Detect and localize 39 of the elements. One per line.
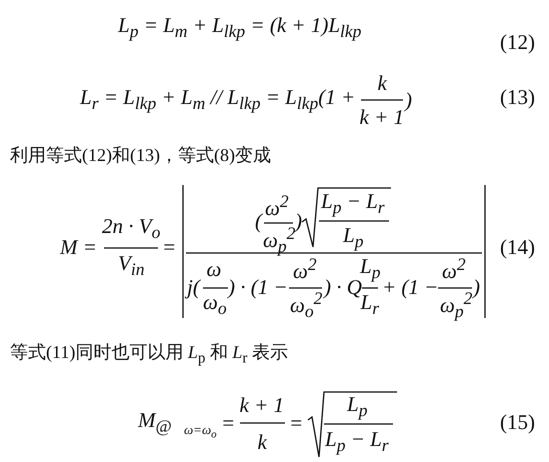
numerator: k + 1 — [240, 394, 284, 416]
numerator: L$_{p}$ — [360, 256, 380, 282]
formula-text: ) — [295, 210, 302, 232]
formula-text: L$_{r}$ = L$_{lkp}$ + L$_{m}$ // L$_{lkp}$ = L$_{lkp}$(1 + — [80, 87, 356, 113]
formula-text: M = — [60, 236, 97, 258]
numerator: L$_{p}$ — [347, 394, 368, 420]
equation-number: (13) — [500, 86, 535, 108]
denominator: k + 1 — [360, 106, 404, 128]
formula-text: + (1 − — [382, 276, 438, 298]
formula-text: ) — [473, 276, 480, 298]
formula-text: j( — [187, 276, 200, 298]
formula-text: ) · (1 − — [228, 276, 288, 298]
formula-text: = — [162, 236, 176, 258]
denominator: L$_{p}$ — [343, 225, 364, 251]
numerator: ω — [206, 258, 222, 280]
equation-number: (14) — [500, 236, 535, 258]
numerator: ω$^{2}$ — [442, 256, 466, 282]
equation-number: (12) — [500, 32, 535, 52]
formula-text: ) — [405, 90, 412, 110]
numerator: ω$^{2}$ — [265, 193, 289, 219]
denominator: V$_{in}$ — [118, 253, 144, 279]
formula-text: = — [289, 412, 304, 434]
denominator: ω$_{o}$ — [203, 292, 227, 318]
denominator: L$_{r}$ — [360, 292, 379, 318]
numerator: L$_{p}$ − L$_{r}$ — [321, 191, 385, 217]
formula-text: = — [221, 412, 236, 434]
formula-text: ) · Q — [324, 276, 362, 298]
formula-subscript: ω=ω$_{o}$ — [184, 422, 217, 440]
numerator: ω$^{2}$ — [293, 256, 317, 282]
formula-text: L$_{p}$ = L$_{m}$ + L$_{lkp}$ = (k + 1)L$_{lkp}$ — [118, 15, 362, 41]
numerator: k — [378, 72, 387, 94]
denominator: k — [258, 432, 267, 452]
formula-text: M$_{@}$ — [138, 410, 172, 436]
formula-text: ( — [255, 210, 262, 232]
paragraph-text: 利用等式(12)和(13)，等式(8)变成 — [10, 146, 271, 164]
denominator: L$_{p}$ − L$_{r}$ — [325, 429, 389, 455]
equation-number: (15) — [500, 412, 535, 432]
paragraph-text: 等式(11)同时也可以用 L$_{p}$ 和 L$_{r}$ 表示 — [10, 343, 288, 367]
numerator: 2n · V$_{o}$ — [102, 216, 160, 242]
